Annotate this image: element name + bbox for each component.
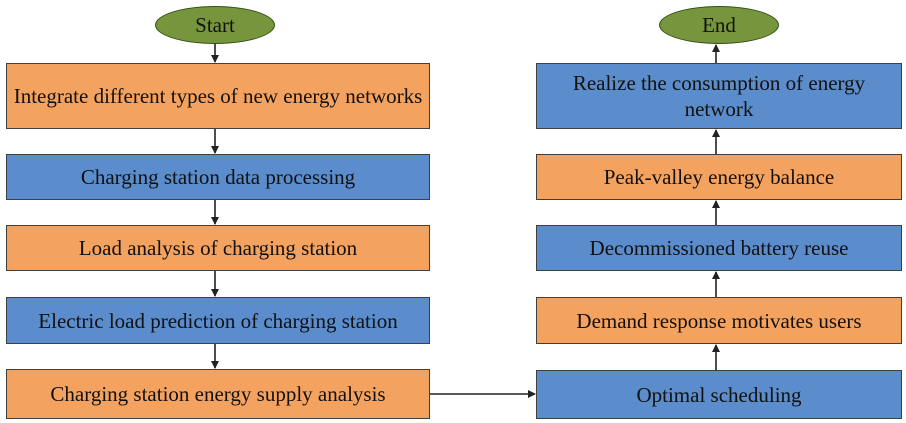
step-label: Decommissioned battery reuse xyxy=(589,236,849,260)
step-optimal-scheduling: Optimal scheduling xyxy=(536,370,902,419)
step-label: Charging station energy supply analysis xyxy=(50,382,386,406)
step-integrate-networks: Integrate different types of new energy … xyxy=(6,63,430,129)
step-realize-consumption: Realize the consumption of energy networ… xyxy=(536,63,902,129)
end-terminal: End xyxy=(659,6,779,44)
start-label: Start xyxy=(195,12,235,37)
step-label: Electric load prediction of charging sta… xyxy=(38,308,398,333)
step-data-processing: Charging station data processing xyxy=(6,154,430,200)
step-label: Load analysis of charging station xyxy=(78,236,358,260)
step-label: Charging station data processing xyxy=(80,165,356,189)
step-peak-valley-balance: Peak-valley energy balance xyxy=(536,154,902,200)
step-label: Integrate different types of new energy … xyxy=(13,84,423,108)
start-terminal: Start xyxy=(155,6,275,44)
step-battery-reuse: Decommissioned battery reuse xyxy=(536,225,902,271)
step-label: Realize the consumption of energy networ… xyxy=(572,71,866,121)
step-label: Peak-valley energy balance xyxy=(603,165,835,189)
step-load-prediction: Electric load prediction of charging sta… xyxy=(6,297,430,344)
step-label: Demand response motivates users xyxy=(576,308,862,333)
step-load-analysis: Load analysis of charging station xyxy=(6,225,430,271)
step-energy-supply-analysis: Charging station energy supply analysis xyxy=(6,369,430,419)
step-label: Optimal scheduling xyxy=(636,382,802,407)
step-demand-response: Demand response motivates users xyxy=(536,297,902,344)
end-label: End xyxy=(702,12,736,37)
